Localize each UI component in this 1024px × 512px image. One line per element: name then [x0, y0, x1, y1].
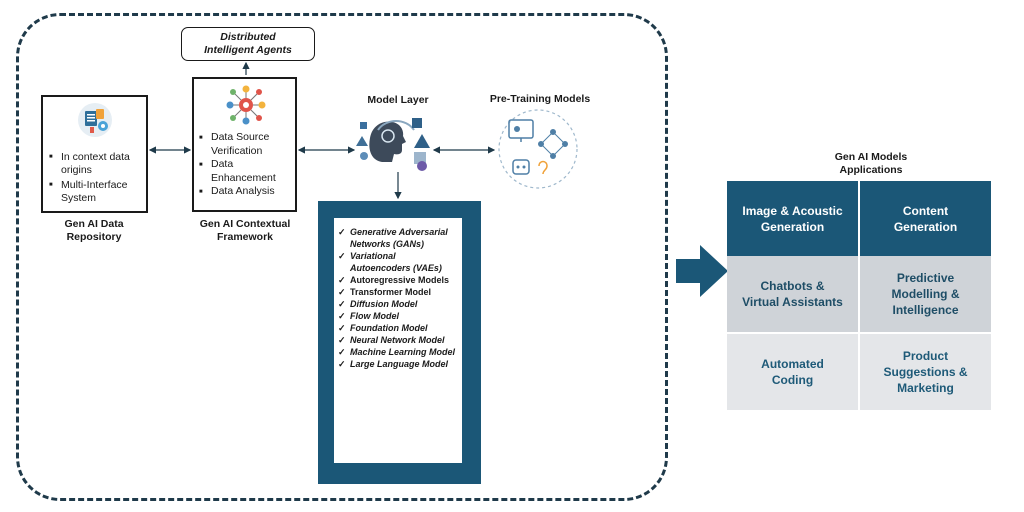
- pretrained-network-icon: [498, 109, 578, 189]
- list-item: Transformer Model: [338, 286, 456, 298]
- list-item: Variational Autoencoders (VAEs): [338, 250, 456, 274]
- list-item: Diffusion Model: [338, 298, 456, 310]
- list-item: Machine Learning Model: [338, 346, 456, 358]
- applications-title: Gen AI Models Applications: [834, 151, 908, 176]
- list-item: Foundation Model: [338, 322, 456, 334]
- list-item: Flow Model: [338, 310, 456, 322]
- arrow-right-icon: [676, 245, 728, 297]
- list-item: Multi-Interface System: [49, 179, 145, 205]
- pretraining-label: Pre-Training Models: [489, 93, 591, 105]
- model-types-panel: Generative Adversarial Networks (GANs) V…: [318, 201, 481, 484]
- app-cell-chatbots: Chatbots &Virtual Assistants: [727, 256, 858, 334]
- contextual-framework-box: Data Source Verification Data Enhancemen…: [192, 77, 297, 212]
- list-item: Data Analysis: [199, 185, 295, 199]
- list-item: Generative Adversarial Networks (GANs): [338, 226, 456, 250]
- ai-head-icon: [356, 118, 430, 171]
- list-item: Data Enhancement: [199, 158, 295, 185]
- repository-caption: Gen AI Data Repository: [64, 218, 124, 243]
- list-item: Autoregressive Models: [338, 274, 456, 286]
- repository-bullets: In context data origins Multi-Interface …: [49, 151, 145, 207]
- model-layer-label: Model Layer: [367, 94, 429, 106]
- framework-bullets: Data Source Verification Data Enhancemen…: [199, 131, 295, 199]
- list-item: Large Language Model: [338, 358, 456, 370]
- data-repository-icon: [78, 103, 112, 137]
- list-item: Neural Network Model: [338, 334, 456, 346]
- framework-caption: Gen AI Contextual Framework: [199, 218, 291, 243]
- system-boundary: [16, 13, 668, 501]
- list-item: Data Source Verification: [199, 131, 295, 158]
- model-types-list: Generative Adversarial Networks (GANs) V…: [338, 226, 456, 370]
- data-repository-box: In context data origins Multi-Interface …: [41, 95, 148, 213]
- agents-line1: Distributed: [220, 31, 276, 43]
- distributed-agents-box: Distributed Intelligent Agents: [181, 27, 315, 61]
- gear-network-icon: [226, 85, 266, 125]
- model-types-list-box: Generative Adversarial Networks (GANs) V…: [334, 218, 462, 463]
- list-item: In context data origins: [49, 151, 145, 177]
- agents-line2: Intelligent Agents: [204, 44, 292, 56]
